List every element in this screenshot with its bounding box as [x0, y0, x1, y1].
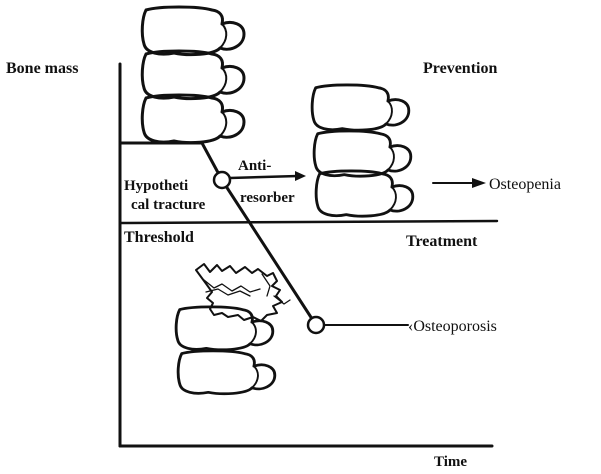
treated-spine-icon — [312, 85, 413, 216]
antiresorber-arrowhead-icon — [295, 171, 306, 181]
threshold-line — [120, 221, 497, 223]
osteopenia-arrowhead-icon — [472, 178, 486, 188]
threshold-label: Threshold — [124, 229, 194, 246]
treatment-label: Treatment — [406, 233, 478, 250]
fracture-point-marker — [214, 172, 230, 188]
osteoporosis-point-marker — [308, 317, 324, 333]
x-axis-label: Time — [434, 454, 467, 469]
fractured-spine-icon — [176, 264, 290, 394]
healthy-spine-icon — [142, 7, 244, 143]
prevention-label: Prevention — [423, 60, 497, 77]
osteopenia-label: Osteopenia — [489, 176, 561, 193]
axes — [120, 64, 497, 446]
antiresorber-arrow — [230, 176, 298, 178]
antiresorber-label-line1: Anti- — [238, 158, 271, 174]
antiresorber-label-line2: resorber — [240, 190, 295, 206]
hypothetical-label-line2: cal tracture — [131, 197, 206, 213]
hypothetical-label-line1: Hypotheti — [124, 178, 188, 194]
osteoporosis-label: ‹Osteoporosis — [408, 318, 497, 335]
y-axis-label: Bone mass — [6, 60, 78, 77]
